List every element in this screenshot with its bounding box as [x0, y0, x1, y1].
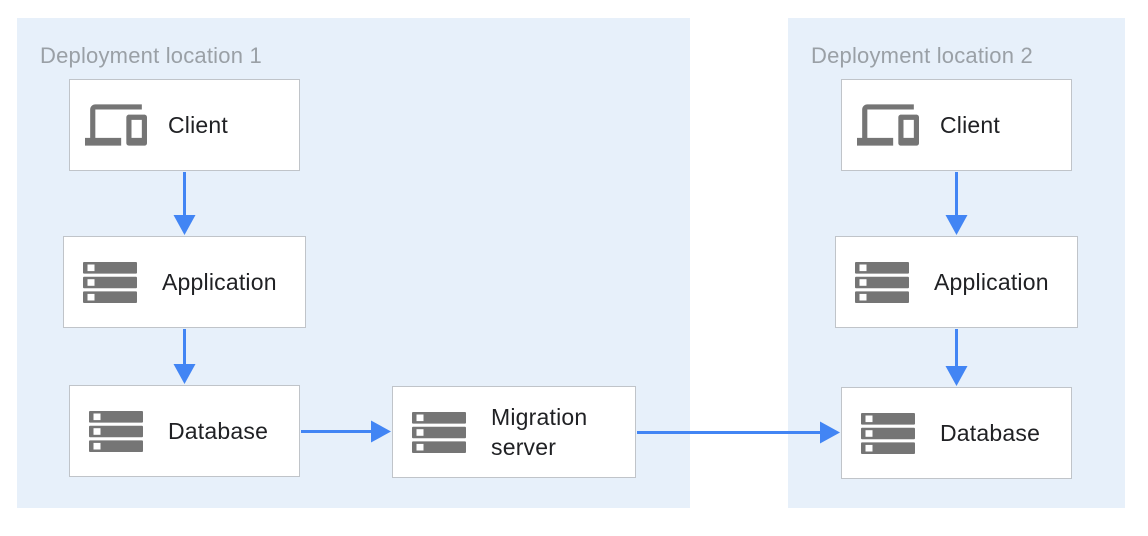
node-label: Client: [940, 111, 1001, 138]
node-application-2: Application: [835, 236, 1078, 328]
zone-label: Deployment location 1: [40, 43, 262, 68]
node-label: Application: [934, 268, 1049, 295]
server-stack-icon: [842, 412, 934, 454]
server-stack-icon: [393, 411, 485, 453]
node-label: Application: [162, 268, 277, 295]
zone-label: Deployment location 2: [811, 43, 1033, 68]
node-database-2: Database: [841, 387, 1072, 479]
server-stack-icon: [836, 261, 928, 303]
node-label: Migration server: [491, 403, 588, 460]
node-migration-server: Migration server: [392, 386, 636, 478]
node-label: Database: [168, 417, 269, 444]
node-database-1: Database: [69, 385, 300, 477]
node-client-2: Client: [841, 79, 1072, 171]
node-label: Client: [168, 111, 229, 138]
server-stack-icon: [64, 261, 156, 303]
devices-icon: [70, 94, 162, 156]
node-label: Database: [940, 419, 1041, 446]
node-application-1: Application: [63, 236, 306, 328]
devices-icon: [842, 94, 934, 156]
node-client-1: Client: [69, 79, 300, 171]
server-stack-icon: [70, 410, 162, 452]
